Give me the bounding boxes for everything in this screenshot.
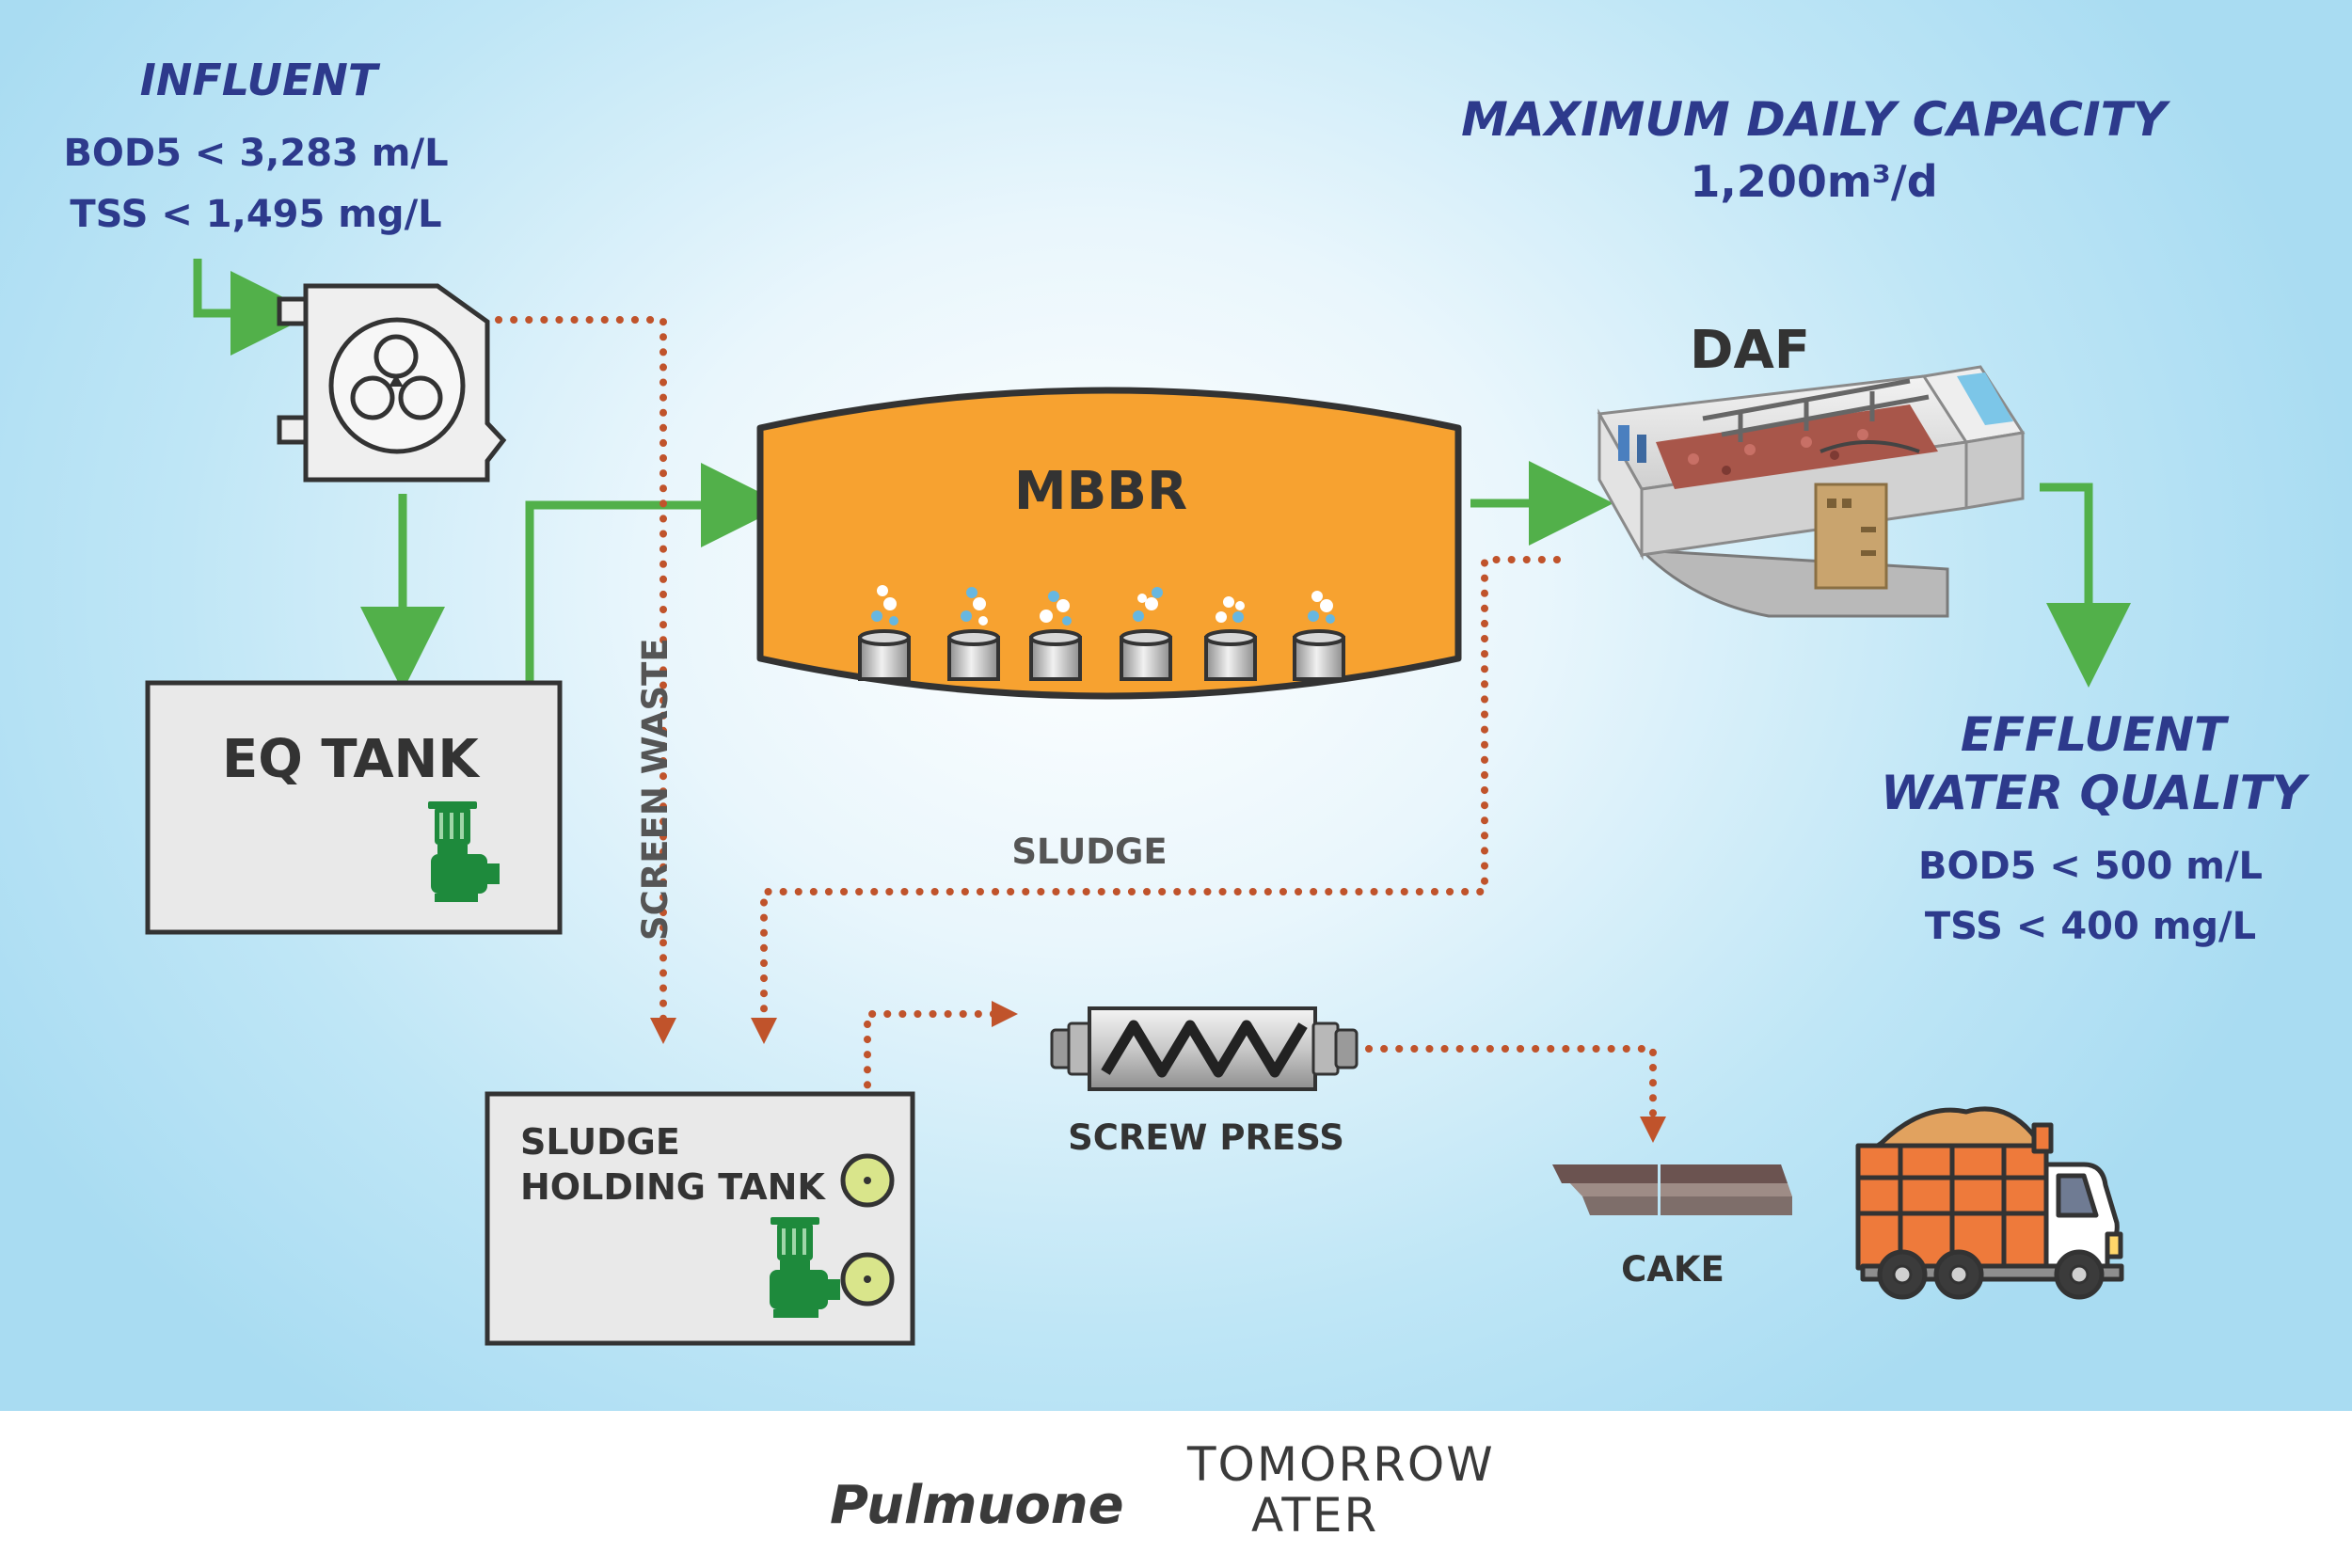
eq-tank (145, 680, 563, 935)
press-to-cake-line (1365, 1045, 1666, 1143)
sludge-tank-label-line1: SLUDGE (520, 1121, 680, 1163)
capacity-title: MAXIMUM DAILY CAPACITY (1461, 92, 2167, 147)
eq-tank-label: EQ TANK (222, 729, 479, 790)
effluent-title-line2: WATER QUALITY (1881, 766, 2306, 820)
mbbr-reactor (756, 387, 1462, 700)
sludge-tank-label-line2: HOLDING TANK (520, 1166, 825, 1208)
pump-icon (770, 1217, 840, 1318)
effluent-title-line1: EFFLUENT (1960, 707, 2227, 762)
effluent-bod: BOD5 < 500 m/L (1917, 845, 2264, 888)
tomorrow-water-logo-line1: TOMORROW (1187, 1437, 1495, 1492)
daf-unit (1597, 365, 2026, 618)
influent-tss: TSS < 1,495 mg/L (70, 193, 442, 236)
screw-press-label: SCREW PRESS (1068, 1117, 1344, 1158)
screen-waste-line (495, 316, 676, 1044)
pulmuone-logo: Pulmuone (830, 1475, 1124, 1536)
screen-waste-label: SCREEN WASTE (635, 638, 675, 941)
cake-label: CAKE (1621, 1249, 1724, 1290)
pump-icon (428, 801, 500, 902)
daf-to-effluent-arrow (2040, 483, 2131, 688)
sludge-holding-tank (485, 1091, 915, 1346)
effluent-tss: TSS < 400 mg/L (1924, 905, 2257, 948)
tomorrow-water-logo-line2: ATER (1251, 1488, 1379, 1543)
influent-title: INFLUENT (139, 55, 378, 105)
sludge-flow-label: SLUDGE (1011, 832, 1168, 872)
media-carriers (858, 585, 1345, 681)
daf-sludge-line (751, 556, 1561, 1044)
dump-truck-icon (1855, 1106, 2124, 1300)
influent-bod: BOD5 < 3,283 m/L (63, 132, 449, 175)
capacity-value: 1,200m³/d (1690, 156, 1938, 207)
rotary-screen-icon (277, 283, 507, 483)
sludge-flow-lines (495, 316, 1666, 1180)
mbbr-label: MBBR (1013, 461, 1188, 522)
daf-label: DAF (1689, 320, 1811, 381)
influent-arrow (193, 259, 315, 356)
footer-logo-bar (0, 1411, 2352, 1568)
sludge-cake-icon (1552, 1164, 1792, 1215)
screw-press-icon (1050, 1006, 1359, 1091)
